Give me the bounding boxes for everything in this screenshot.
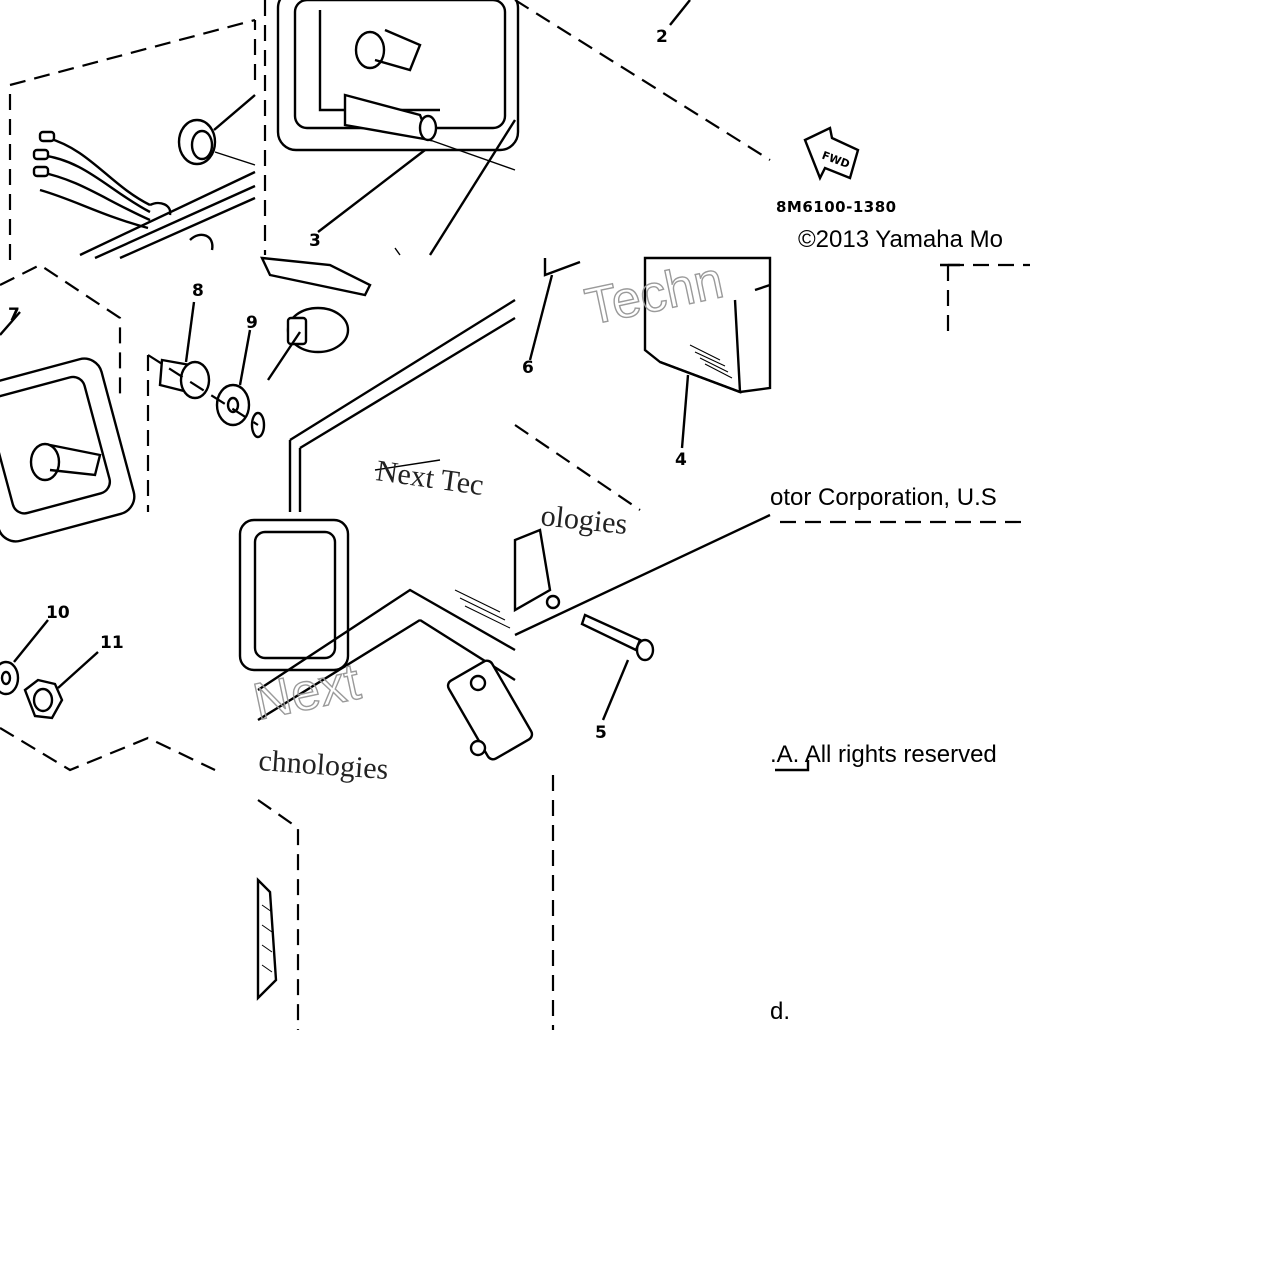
callout-6: 6 bbox=[522, 358, 534, 378]
callout-7: 7 bbox=[8, 305, 20, 325]
copyright-line-4: d. bbox=[770, 998, 790, 1025]
tile-mid-right bbox=[514, 256, 1030, 511]
part-code: 8M6100-1380 bbox=[776, 198, 897, 216]
callout-2: 2 bbox=[656, 27, 668, 47]
tile-mid-left bbox=[0, 263, 259, 543]
callout-3: 3 bbox=[309, 231, 321, 251]
callout-5: 5 bbox=[595, 723, 607, 743]
copyright-line-1: ©2013 Yamaha Mo bbox=[798, 226, 1003, 253]
watermark-text: ologies bbox=[539, 499, 629, 541]
callout-9: 9 bbox=[246, 313, 258, 333]
callouts: 2 3 4 5 6 7 8 9 10 11 bbox=[8, 27, 687, 743]
callout-10: 10 bbox=[46, 603, 70, 623]
tile-bottom-middle bbox=[238, 518, 534, 761]
callout-4: 4 bbox=[675, 450, 687, 470]
callout-11: 11 bbox=[100, 633, 124, 653]
tile-mid-middle bbox=[250, 256, 516, 512]
fwd-arrow-icon: FWD bbox=[803, 126, 860, 181]
tile-lower-middle bbox=[256, 799, 300, 1030]
callout-8: 8 bbox=[192, 281, 204, 301]
tile-top-right: FWD bbox=[514, 0, 860, 181]
watermark-text: chnologies bbox=[258, 744, 390, 786]
tile-bottom-left bbox=[0, 619, 216, 772]
watermark-text: Next Tec bbox=[374, 454, 486, 502]
tile-top-left bbox=[8, 18, 257, 260]
copyright-line-3: .A. All rights reserved bbox=[770, 741, 997, 768]
tile-top-middle bbox=[263, 0, 520, 256]
tile-bottom-right bbox=[513, 513, 1030, 772]
copyright-notice: ©2013 Yamaha Mo otor Corporation, U.S .A… bbox=[770, 226, 1003, 1025]
copyright-line-2: otor Corporation, U.S bbox=[770, 484, 997, 511]
